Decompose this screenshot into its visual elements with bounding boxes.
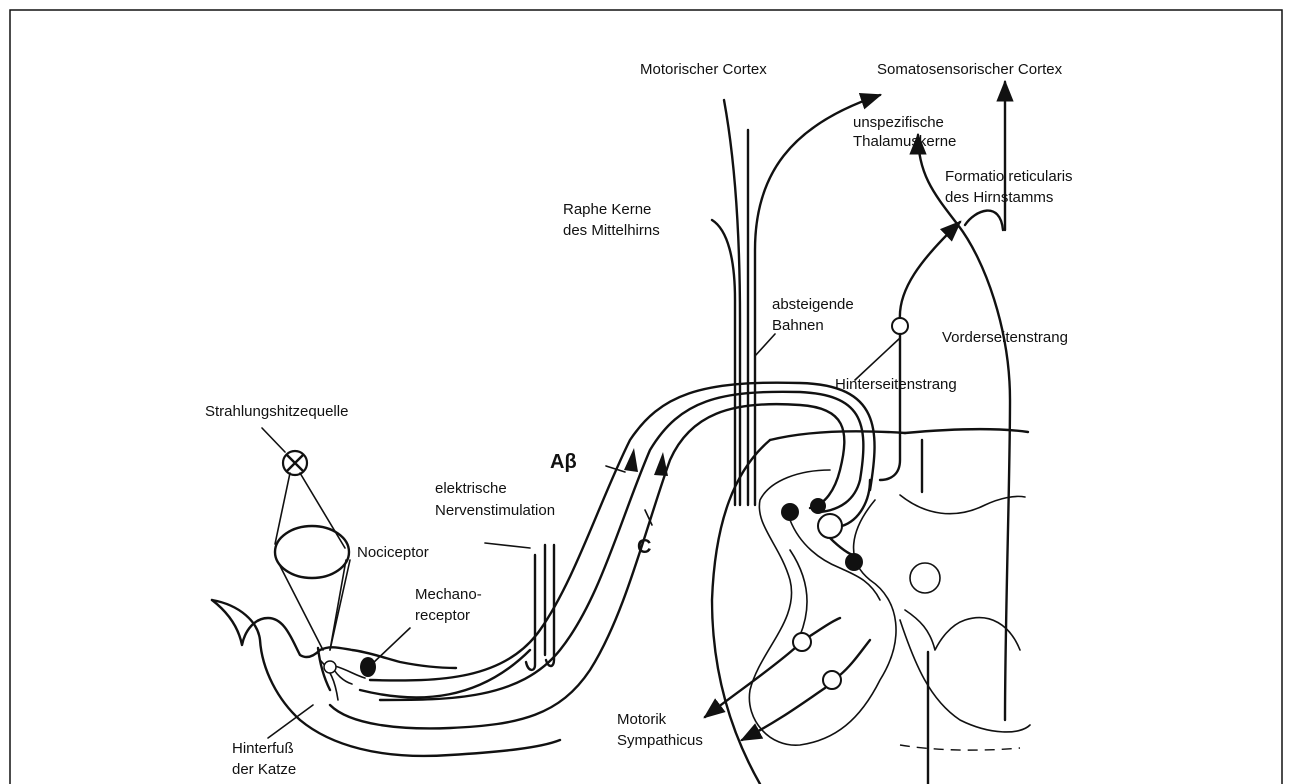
frame-border [10, 10, 1282, 784]
projection-neuron [818, 514, 842, 538]
c-arrowhead [654, 452, 668, 476]
dashed-boundary [900, 745, 1020, 750]
label-hindpaw-1: Hinterfuß [232, 740, 294, 757]
dorsal-horn-lamina-2 [790, 550, 807, 640]
label-thalamus-1: unspezifische [853, 114, 944, 131]
leader-lines [262, 334, 900, 738]
sympathetic-neuron-input [840, 640, 870, 675]
label-mechano-2: receptor [415, 607, 470, 624]
heat-source [275, 451, 349, 650]
dorsolateral-tract [880, 334, 900, 480]
label-raphe-1: Raphe Kerne [563, 201, 651, 218]
label-c-fiber: C [637, 536, 651, 558]
label-a-beta: Aβ [550, 451, 577, 473]
label-motor-cortex: Motorischer Cortex [640, 61, 767, 78]
motor-cortex-descending [724, 100, 740, 505]
leader-electrical [485, 543, 530, 548]
sympathetic-efferent [742, 688, 825, 740]
label-electrical-1: elektrische [435, 480, 507, 497]
leader-heat [262, 428, 285, 452]
label-somatosensory-cortex: Somatosensorischer Cortex [877, 61, 1063, 78]
central-canal-circle [910, 563, 940, 593]
dorsolateral-neuron [892, 318, 908, 334]
a-beta-fiber [380, 392, 863, 700]
efferent-fibers [705, 618, 870, 740]
label-raphe-2: des Mittelhirns [563, 222, 660, 239]
label-reticular-1: Formatio reticularis [945, 168, 1073, 185]
anterolateral-tract [958, 225, 1010, 720]
terminal-neuron-2 [810, 498, 826, 514]
label-anterolateral: Vorderseitenstrang [942, 329, 1068, 346]
spinal-cord-top-edge [770, 431, 905, 440]
motor-neuron-input [810, 618, 840, 636]
cat-hindpaw [212, 600, 560, 756]
label-heat-source: Strahlungshitzequelle [205, 403, 348, 420]
nociceptor-ending [324, 661, 336, 673]
interneuron-link [830, 538, 854, 555]
label-mechano-1: Mechano- [415, 586, 482, 603]
label-motor-1: Motorik [617, 711, 667, 728]
a-beta-arrowhead [624, 448, 638, 472]
focusing-lens [275, 526, 349, 578]
label-hindpaw-2: der Katze [232, 761, 296, 778]
mechanoreceptor-ending [360, 657, 376, 677]
terminal-neuron-1 [781, 503, 799, 521]
grey-matter-ventral-right [905, 610, 1020, 650]
paw-outline-bottom [212, 600, 560, 756]
dorsolateral-to-reticular [900, 222, 960, 320]
sympathetic-neuron [823, 671, 841, 689]
label-reticular-2: des Hirnstamms [945, 189, 1053, 206]
label-motor-2: Sympathicus [617, 732, 703, 749]
raphe-descending [712, 220, 735, 505]
label-thalamus-2: Thalamuskerne [853, 133, 956, 150]
electrode-3 [546, 545, 554, 666]
label-dorsolateral: Hinterseitenstrang [835, 376, 957, 393]
label-electrical-2: Nervenstimulation [435, 502, 555, 519]
leader-dorsolateral [855, 338, 900, 380]
label-nociceptor: Nociceptor [357, 544, 429, 561]
label-descending-1: absteigende [772, 296, 854, 313]
reticular-branch [965, 211, 1003, 230]
leader-descending [755, 334, 775, 356]
grey-matter-ventral-horn [900, 620, 1030, 732]
label-descending-2: Bahnen [772, 317, 824, 334]
grey-matter-dorsal-right [900, 495, 1025, 514]
